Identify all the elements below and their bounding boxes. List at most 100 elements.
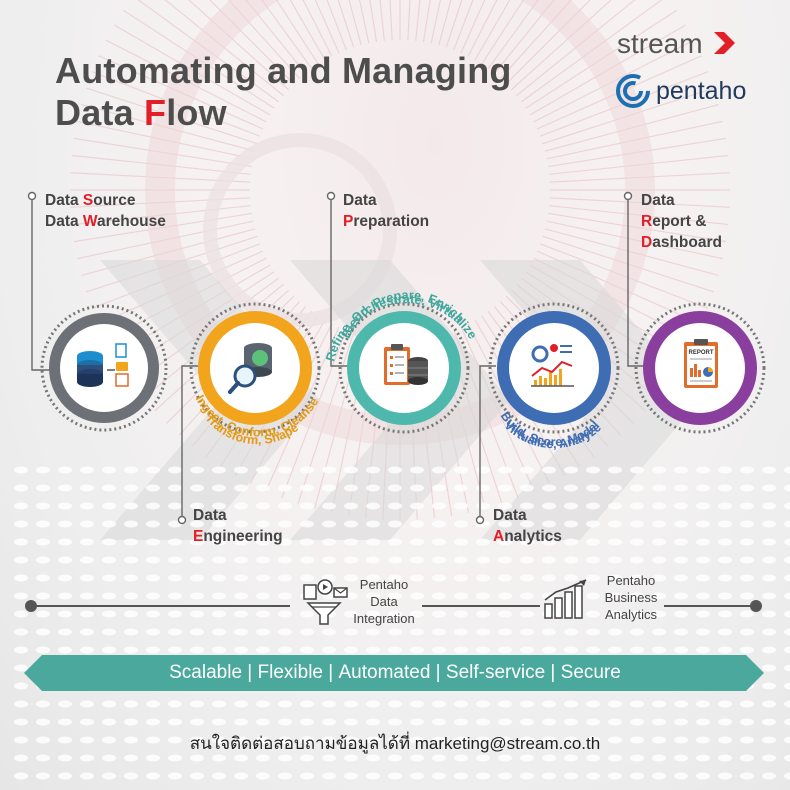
background-dot xyxy=(36,466,50,474)
background-spoke xyxy=(453,0,474,51)
features-banner-text: Scalable | Flexible | Automated | Self-s… xyxy=(169,662,621,683)
background-dot xyxy=(608,538,622,546)
background-dot xyxy=(520,538,534,546)
background-dot xyxy=(630,754,644,762)
background-dot xyxy=(674,772,688,780)
background-dot xyxy=(762,556,776,564)
background-dot xyxy=(674,484,688,492)
background-dot xyxy=(190,484,204,492)
background-dot xyxy=(366,556,380,564)
background-dot xyxy=(784,736,790,744)
background-dot xyxy=(454,484,468,492)
background-dot xyxy=(520,646,534,654)
background-dot xyxy=(80,538,94,546)
background-dot xyxy=(652,556,666,564)
background-dot xyxy=(36,754,50,762)
background-dot xyxy=(696,610,710,618)
background-dot xyxy=(124,502,138,510)
background-dot xyxy=(234,610,248,618)
background-dot xyxy=(762,610,776,618)
background-dot xyxy=(344,754,358,762)
background-dot xyxy=(146,646,160,654)
background-spoke xyxy=(438,0,452,46)
background-dot xyxy=(454,736,468,744)
background-dot xyxy=(432,538,446,546)
background-dot xyxy=(762,484,776,492)
page-title: Automating and Managing Data Flow xyxy=(55,50,512,134)
background-spoke xyxy=(422,0,431,42)
background-dot xyxy=(58,556,72,564)
background-dot xyxy=(410,736,424,744)
background-dot xyxy=(432,520,446,528)
background-dot xyxy=(388,700,402,708)
background-dot xyxy=(234,538,248,546)
background-dot xyxy=(476,610,490,618)
background-spoke xyxy=(302,0,333,57)
background-dot xyxy=(322,628,336,636)
background-dot xyxy=(146,718,160,726)
background-dot xyxy=(410,592,424,600)
background-dot xyxy=(256,610,270,618)
background-dot xyxy=(300,646,314,654)
background-dot xyxy=(520,736,534,744)
background-dot xyxy=(388,718,402,726)
background-dot xyxy=(278,538,292,546)
background-dot xyxy=(256,736,270,744)
background-dot xyxy=(520,592,534,600)
background-dot xyxy=(80,646,94,654)
background-dot xyxy=(14,520,28,528)
background-dot xyxy=(630,718,644,726)
background-dot xyxy=(58,700,72,708)
background-dot xyxy=(542,754,556,762)
background-dot xyxy=(234,592,248,600)
background-dot xyxy=(740,754,754,762)
background-dot xyxy=(58,736,72,744)
background-dot xyxy=(476,592,490,600)
background-dot xyxy=(652,772,666,780)
background-dot xyxy=(190,718,204,726)
background-dot xyxy=(784,628,790,636)
background-dot xyxy=(498,628,512,636)
background-dot xyxy=(718,592,732,600)
background-dot xyxy=(542,520,556,528)
background-dot xyxy=(344,646,358,654)
feature-scalable: Scalable xyxy=(169,662,243,683)
background-dot xyxy=(366,718,380,726)
background-dot xyxy=(498,502,512,510)
background-dot xyxy=(586,556,600,564)
background-dot xyxy=(740,718,754,726)
background-dot xyxy=(322,466,336,474)
background-dot xyxy=(14,574,28,582)
background-dot xyxy=(300,466,314,474)
background-dot xyxy=(14,592,28,600)
background-dot xyxy=(168,754,182,762)
background-dot xyxy=(234,718,248,726)
background-dot xyxy=(652,718,666,726)
background-dot xyxy=(542,466,556,474)
background-dot xyxy=(344,556,358,564)
background-dot xyxy=(168,592,182,600)
background-dot xyxy=(564,700,578,708)
background-dot xyxy=(498,574,512,582)
background-dot xyxy=(454,574,468,582)
background-dot xyxy=(344,484,358,492)
background-dot xyxy=(278,700,292,708)
background-dot xyxy=(168,628,182,636)
background-dot xyxy=(586,502,600,510)
background-spoke xyxy=(487,0,539,70)
background-dot xyxy=(476,772,490,780)
background-dot xyxy=(102,628,116,636)
contact-line[interactable]: สนใจติดต่อสอบถามข้อมูลได้ที่ marketing@s… xyxy=(189,734,601,753)
background-dot xyxy=(410,574,424,582)
background-dot xyxy=(388,754,402,762)
background-dot xyxy=(80,610,94,618)
background-dot xyxy=(344,718,358,726)
background-dot xyxy=(586,628,600,636)
background-dot xyxy=(322,754,336,762)
background-dot xyxy=(564,556,578,564)
background-dot xyxy=(410,484,424,492)
background-dot xyxy=(498,754,512,762)
background-dot xyxy=(498,718,512,726)
background-dot xyxy=(410,538,424,546)
background-dot xyxy=(124,754,138,762)
